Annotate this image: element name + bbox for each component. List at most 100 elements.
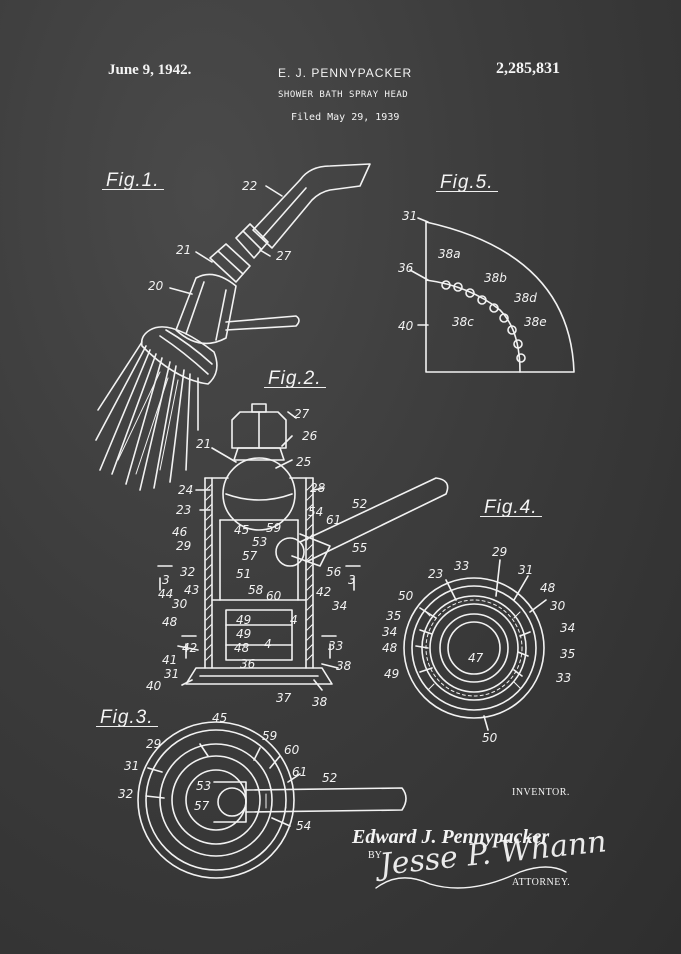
callout: 4 [290, 613, 298, 627]
callout: 48 [234, 641, 250, 655]
callout: 61 [326, 513, 341, 527]
callout: 52 [352, 497, 367, 511]
callout: 52 [322, 771, 337, 785]
callout: 46 [172, 525, 188, 539]
callout: 38e [524, 315, 547, 329]
callout: 21 [176, 243, 191, 257]
callout: 34 [332, 599, 347, 613]
figure-label-3: Fig.3. [96, 707, 158, 728]
callout: 48 [382, 641, 398, 655]
callout: 26 [302, 429, 318, 443]
figure-label-2: Fig.2. [264, 368, 326, 389]
callout: 33 [556, 671, 571, 685]
callout: 50 [398, 589, 414, 603]
callout: 33 [454, 559, 469, 573]
callout: 41 [162, 653, 177, 667]
figure-label-4: Fig.4. [480, 497, 542, 518]
callout: 38a [438, 247, 461, 261]
callout: 54 [308, 505, 323, 519]
callout: 56 [326, 565, 342, 579]
callout: 54 [296, 819, 311, 833]
callout: 48 [162, 615, 178, 629]
callout: 35 [386, 609, 401, 623]
callout: 34 [560, 621, 575, 635]
callout: 44 [158, 587, 173, 601]
inventor-name-header: E. J. PENNYPACKER [278, 66, 413, 80]
callout: 49 [384, 667, 399, 681]
callout: 29 [492, 545, 507, 559]
callout: 60 [284, 743, 300, 757]
callout: 27 [294, 407, 310, 421]
callout: 40 [398, 319, 414, 333]
callout: 30 [550, 599, 566, 613]
inventor-label: INVENTOR. [512, 787, 570, 798]
callout: 32 [180, 565, 195, 579]
callout: 20 [148, 279, 164, 293]
callout: 42 [182, 641, 197, 655]
callout: 25 [296, 455, 311, 469]
callout: 45 [234, 523, 249, 537]
callout: 22 [242, 179, 257, 193]
callout: 51 [236, 567, 251, 581]
callout: 42 [316, 585, 331, 599]
callout: 49 [236, 627, 251, 641]
callout: 31 [164, 667, 179, 681]
callout: 33 [328, 639, 343, 653]
patent-title: SHOWER BATH SPRAY HEAD [278, 90, 409, 100]
callout: 53 [196, 779, 211, 793]
callout: 23 [428, 567, 443, 581]
callout: 57 [194, 799, 210, 813]
callout: 47 [468, 651, 484, 665]
callout: 3 [348, 573, 356, 587]
callout: 4 [264, 637, 272, 651]
callout: 61 [292, 765, 307, 779]
callout: 57 [242, 549, 258, 563]
callout: 31 [124, 759, 139, 773]
callout: 3 [162, 573, 170, 587]
callout: 30 [172, 597, 188, 611]
callout: 24 [178, 483, 193, 497]
callout: 38 [312, 695, 328, 709]
fig3-drawing [137, 721, 407, 879]
attorney-label: ATTORNEY. [512, 877, 571, 888]
callout: 37 [276, 691, 292, 705]
callout: 49 [236, 613, 251, 627]
fig1-drawing [95, 163, 371, 491]
callout: 59 [262, 729, 277, 743]
callout: 38b [484, 271, 507, 285]
callout: 45 [212, 711, 227, 725]
figure-label-1: Fig.1. [102, 170, 164, 191]
figure-label-5: Fig.5. [436, 172, 498, 193]
callout: 58 [248, 583, 264, 597]
callout: 38c [452, 315, 474, 329]
callout: 38 [336, 659, 352, 673]
filed-date: Filed May 29, 1939 [291, 112, 400, 123]
callout: 28 [310, 481, 326, 495]
callout: 36 [240, 657, 256, 671]
patent-number: 2,285,831 [496, 60, 560, 77]
callout: 31 [402, 209, 417, 223]
callout: 35 [560, 647, 575, 661]
callout: 23 [176, 503, 191, 517]
by-label: BY [368, 850, 382, 861]
callout: 60 [266, 589, 282, 603]
callout: 38d [514, 291, 537, 305]
signature-flourish [375, 866, 567, 889]
callout: 34 [382, 625, 397, 639]
fig5-drawing [409, 217, 575, 373]
callout: 36 [398, 261, 414, 275]
fig2-drawing [157, 403, 449, 691]
callout: 27 [276, 249, 292, 263]
callout: 21 [196, 437, 211, 451]
callout: 59 [266, 521, 281, 535]
callout: 31 [518, 563, 533, 577]
callout: 55 [352, 541, 367, 555]
callout: 29 [176, 539, 191, 553]
callout: 40 [146, 679, 162, 693]
inventor-signature: Edward J. Pennypacker [352, 826, 550, 848]
callout: 48 [540, 581, 556, 595]
callout: 43 [184, 583, 199, 597]
patent-date: June 9, 1942. [108, 62, 192, 78]
